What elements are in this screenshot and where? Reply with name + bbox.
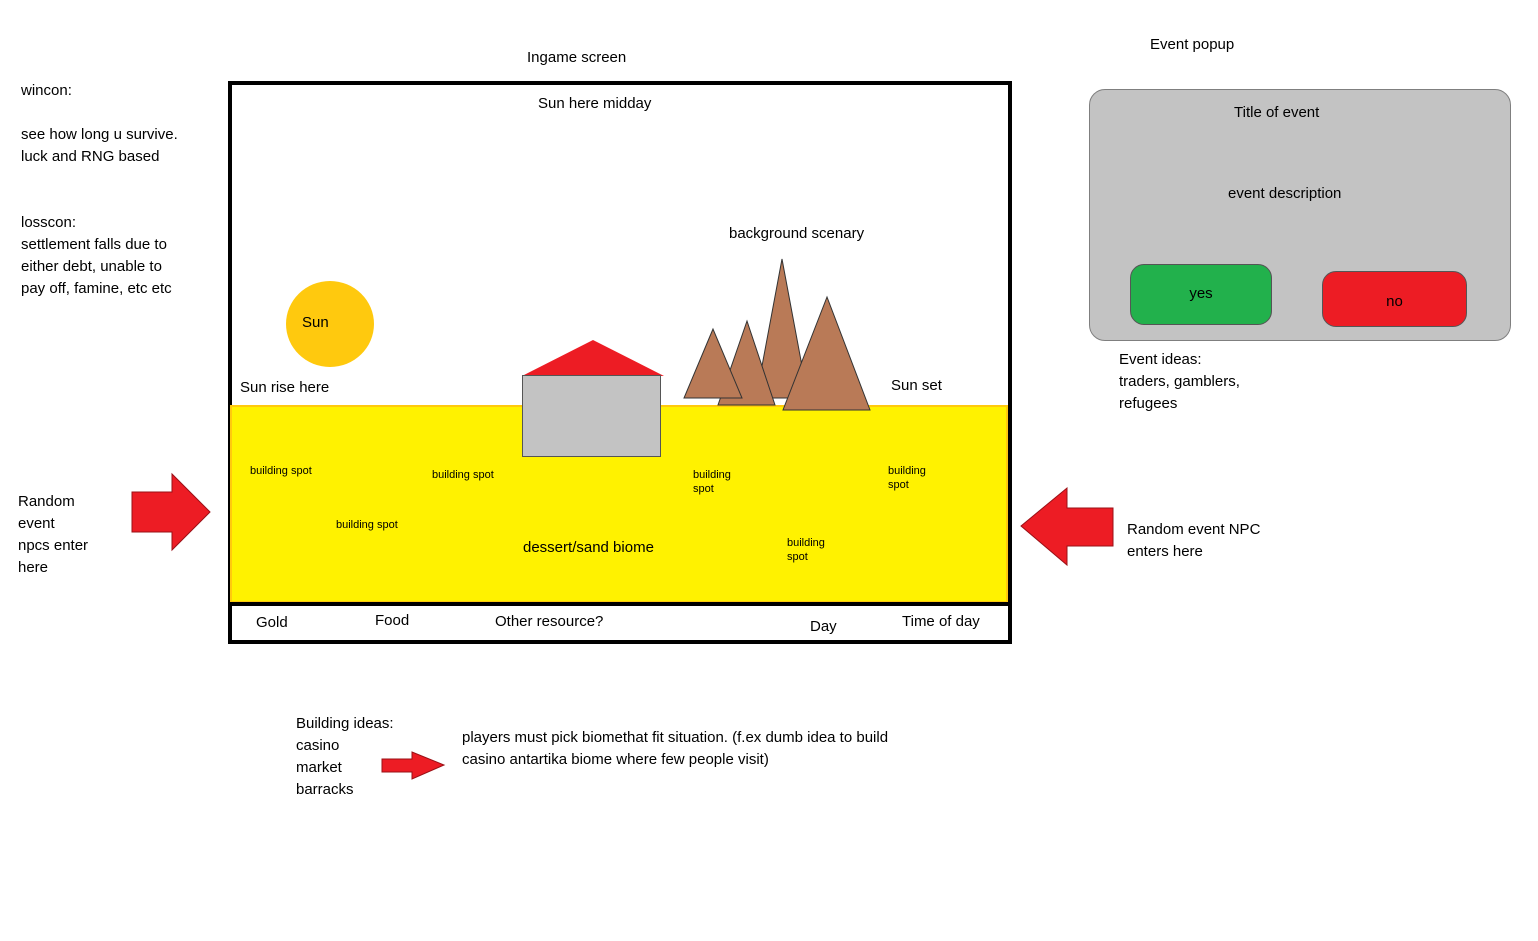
yes-button[interactable]: yes [1130, 264, 1272, 325]
note-line: Random [18, 493, 75, 510]
note-line: either debt, unable to [21, 258, 162, 275]
building-spot: building spot [787, 536, 825, 564]
event-description: event description [1228, 185, 1342, 202]
no-button[interactable]: no [1322, 271, 1467, 327]
arrow-right-icon [381, 751, 446, 780]
hud-divider [228, 602, 1012, 606]
ingame-screen-heading: Ingame screen [527, 49, 627, 66]
hud-time-of-day: Time of day [902, 613, 980, 630]
note-line: here [18, 559, 49, 576]
event-title: Title of event [1234, 104, 1320, 121]
building-spot-line: spot [693, 483, 714, 495]
sun-label: Sun [302, 314, 329, 331]
note-line: casino antartika biome where few people … [462, 751, 769, 768]
sun-set-label: Sun set [891, 377, 942, 394]
sun-rise-label: Sun rise here [240, 379, 330, 396]
building-ideas-note: Building ideas: casino market barracks [296, 713, 394, 801]
mountains-icon [683, 258, 871, 411]
hud-gold: Gold [256, 614, 288, 631]
building-spot-line: building [888, 465, 926, 477]
event-ideas-note: Event ideas: traders, gamblers, refugees [1119, 349, 1240, 415]
note-line: see how long u survive. [21, 126, 178, 143]
note-line: wincon: [21, 82, 72, 99]
note-line: losscon: [21, 214, 77, 231]
hud-day: Day [810, 618, 837, 635]
event-popup-heading: Event popup [1150, 36, 1235, 53]
building-spot: building spot [336, 519, 398, 531]
random-event-left-note: Random event npcs enter here [18, 491, 88, 579]
building-spot: building spot [693, 468, 731, 496]
arrow-left-icon [1020, 486, 1114, 567]
note-line: Event ideas: [1119, 351, 1202, 368]
note-line: Building ideas: [296, 715, 394, 732]
note-line: refugees [1119, 395, 1178, 412]
wincon-note: wincon: see how long u survive. luck and… [21, 80, 178, 168]
biome-choice-note: players must pick biomethat fit situatio… [462, 727, 888, 771]
building-spot-line: spot [787, 551, 808, 563]
building-spot-line: building [787, 537, 825, 549]
losscon-note: losscon: settlement falls due to either … [21, 212, 172, 300]
biome-label: dessert/sand biome [523, 539, 654, 556]
note-line: traders, gamblers, [1119, 373, 1240, 390]
no-button-label: no [1386, 293, 1403, 310]
note-line: npcs enter [18, 537, 89, 554]
random-event-right-note: Random event NPC enters here [1127, 519, 1260, 563]
note-line: enters here [1127, 543, 1203, 560]
house-roof-icon [522, 340, 664, 376]
note-line: event [18, 515, 55, 532]
note-line: market [296, 759, 342, 776]
hud-other-resource: Other resource? [495, 613, 604, 630]
sun-midday-label: Sun here midday [538, 95, 652, 112]
hud-food: Food [375, 612, 410, 629]
note-line: Random event NPC [1127, 521, 1261, 538]
note-line [21, 102, 178, 124]
arrow-right-icon [131, 472, 211, 552]
building-spot-line: spot [888, 479, 909, 491]
note-line: settlement falls due to [21, 236, 167, 253]
sun-icon [286, 281, 374, 367]
house-building [522, 375, 661, 457]
background-scenery-label: background scenary [729, 225, 865, 242]
building-spot: building spot [432, 469, 494, 481]
note-line: casino [296, 737, 340, 754]
building-spot: building spot [888, 464, 926, 492]
note-line: luck and RNG based [21, 148, 160, 165]
note-line: barracks [296, 781, 354, 798]
note-line: pay off, famine, etc etc [21, 280, 172, 297]
yes-button-label: yes [1189, 285, 1213, 302]
note-line: players must pick biomethat fit situatio… [462, 729, 889, 746]
building-spot-line: building [693, 469, 731, 481]
building-spot: building spot [250, 465, 312, 477]
